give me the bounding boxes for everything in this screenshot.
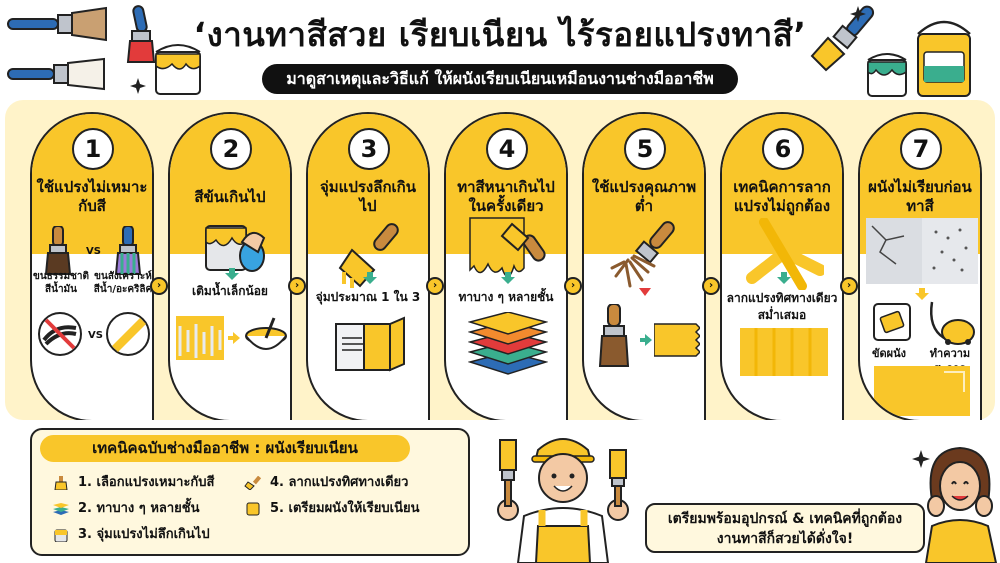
thick-paint-icon <box>176 316 224 360</box>
smooth-paint-icon <box>654 323 700 357</box>
brush-depth-icon <box>335 316 405 372</box>
paint-brush-icon <box>244 475 262 490</box>
quality-brush-icon <box>598 304 630 367</box>
step-number: 4 <box>486 128 528 170</box>
paint-brush-icon <box>7 6 107 42</box>
painter-illustration <box>497 438 629 563</box>
thick-coat-icon <box>469 217 546 278</box>
synthetic-brush-icon <box>114 226 142 275</box>
step-number: 2 <box>210 128 252 170</box>
sanding-block-icon <box>873 303 911 341</box>
chevron-right-icon: › <box>150 277 168 295</box>
tip-item: 2. ทาบาง ๆ หลายชั้น <box>52 500 199 518</box>
cta-line-1: เตรียมพร้อมอุปกรณ์ & เทคนิคที่ถูกต้อง <box>667 511 903 527</box>
natural-brush-icon <box>44 226 72 275</box>
step-caption: ขนสังเคราะห์ สีน้ำ/อะคริลิค <box>93 271 153 295</box>
step-title: จุ่มแปรงลึกเกินไป <box>320 178 416 215</box>
tip-item: 5. เตรียมผนังให้เรียบเนียน <box>244 500 419 518</box>
sparkle-icon <box>912 450 930 468</box>
tips-title: เทคนิคฉบับช่างมืออาชีพ : ผนังเรียบเนียน <box>40 435 410 462</box>
step-caption: ขนธรรมชาติ สีน้ำมัน <box>32 271 89 295</box>
sparkle-icon <box>850 6 866 22</box>
paint-can-icon <box>205 225 266 272</box>
sanding-block-icon <box>246 502 260 515</box>
vs-label: VS <box>88 330 103 341</box>
step-card-6: 6 เทคนิคการลากแปรงไม่ถูกต้อง ลากแปรงทิศท… <box>720 112 844 422</box>
layers-icon <box>468 312 548 375</box>
step-title: ทาสีหนาเกินไปในครั้งเดียว <box>457 178 555 215</box>
arrow-down-icon <box>777 272 791 284</box>
paint-brush-icon <box>54 475 68 490</box>
step-number: 5 <box>624 128 666 170</box>
step-number: 1 <box>72 128 114 170</box>
vs-label: VS <box>86 246 101 257</box>
paint-brush-icon <box>126 5 156 63</box>
sparkle-icon <box>130 78 146 94</box>
crossed-strokes-icon <box>744 218 824 290</box>
layers-icon <box>53 502 69 515</box>
vacuum-icon <box>930 301 975 345</box>
step-title: ผนังไม่เรียบก่อนทาสี <box>868 178 972 215</box>
right-stroke-icon <box>106 312 150 356</box>
page-title: ‘งานทาสีสวย เรียบเนียน ไร้รอยแปรงทาสี’ <box>193 15 807 54</box>
step-card-2: 2 สีข้นเกินไป เติมน้ำเล็กน้อย <box>168 112 292 422</box>
step-card-4: 4 ทาสีหนาเกินไปในครั้งเดียว ทาบาง ๆ หลาย… <box>444 112 568 422</box>
arrow-right-icon <box>640 334 652 346</box>
step-title: สีข้นเกินไป <box>194 188 266 206</box>
arrow-down-icon <box>225 268 239 280</box>
woman-illustration <box>924 446 998 563</box>
chevron-right-icon: › <box>426 277 444 295</box>
step-card-1: 1 ใช้แปรงไม่เหมาะกับสี VS ขนธรรมชาติ สีน… <box>30 112 154 422</box>
arrow-right-icon <box>228 332 240 344</box>
chevron-right-icon: › <box>840 277 858 295</box>
step-title: ใช้แปรงไม่เหมาะกับสี <box>36 178 148 215</box>
step-caption: ลากแปรงทิศทางเดียว สม่ำเสมอ <box>726 291 838 322</box>
tip-item: 1. เลือกแปรงเหมาะกับสี <box>52 474 214 492</box>
step-caption: เติมน้ำเล็กน้อย <box>192 284 268 298</box>
even-strokes-icon <box>740 328 828 376</box>
step-card-7: 7 ผนังไม่เรียบก่อนทาสี ขัดผนัง ทำความสะอ… <box>858 112 982 422</box>
frayed-brush-icon <box>610 221 675 288</box>
arrow-down-icon <box>501 272 515 284</box>
arrow-down-icon <box>639 288 651 296</box>
cta-line-2: งานทาสีก็สวยได้ดั่งใจ! <box>716 531 854 547</box>
arrow-down-icon <box>363 272 377 284</box>
paint-bowl-icon <box>245 317 287 350</box>
cracked-wall-icon <box>866 218 978 284</box>
step-title: ใช้แปรงคุณภาพต่ำ <box>591 178 697 215</box>
step-number: 6 <box>762 128 804 170</box>
step-caption: จุ่มประมาณ 1 ใน 3 <box>315 290 421 304</box>
paint-brush-icon <box>810 5 875 72</box>
paint-can-icon <box>917 20 971 97</box>
paint-can-icon <box>867 53 907 97</box>
step-caption: ขัดผนัง <box>872 347 906 360</box>
chevron-right-icon: › <box>564 277 582 295</box>
paint-can-icon <box>155 44 201 95</box>
cta-box: เตรียมพร้อมอุปกรณ์ & เทคนิคที่ถูกต้อง งา… <box>645 503 925 553</box>
tip-item: 3. จุ่มแปรงไม่ลึกเกินไป <box>52 526 210 544</box>
paint-brush-icon <box>7 57 105 91</box>
tips-box: เทคนิคฉบับช่างมืออาชีพ : ผนังเรียบเนียน … <box>30 428 470 556</box>
step-title: เทคนิคการลากแปรงไม่ถูกต้อง <box>733 178 831 215</box>
step-number: 3 <box>348 128 390 170</box>
tip-item: 4. ลากแปรงทิศทางเดียว <box>244 474 408 492</box>
smooth-wall-icon <box>874 366 970 416</box>
chevron-right-icon: › <box>288 277 306 295</box>
wrong-stroke-icon <box>38 312 82 356</box>
step-card-5: 5 ใช้แปรงคุณภาพต่ำ <box>582 112 706 422</box>
arrow-down-icon <box>915 288 929 300</box>
subtitle-banner: มาดูสาเหตุและวิธีแก้ ให้ผนังเรียบเนียนเห… <box>262 64 738 94</box>
step-card-3: 3 จุ่มแปรงลึกเกินไป จุ่มประมาณ 1 ใน 3 <box>306 112 430 422</box>
paint-can-icon <box>54 529 68 542</box>
chevron-right-icon: › <box>702 277 720 295</box>
step-number: 7 <box>900 128 942 170</box>
step-caption: ทาบาง ๆ หลายชั้น <box>458 290 554 304</box>
